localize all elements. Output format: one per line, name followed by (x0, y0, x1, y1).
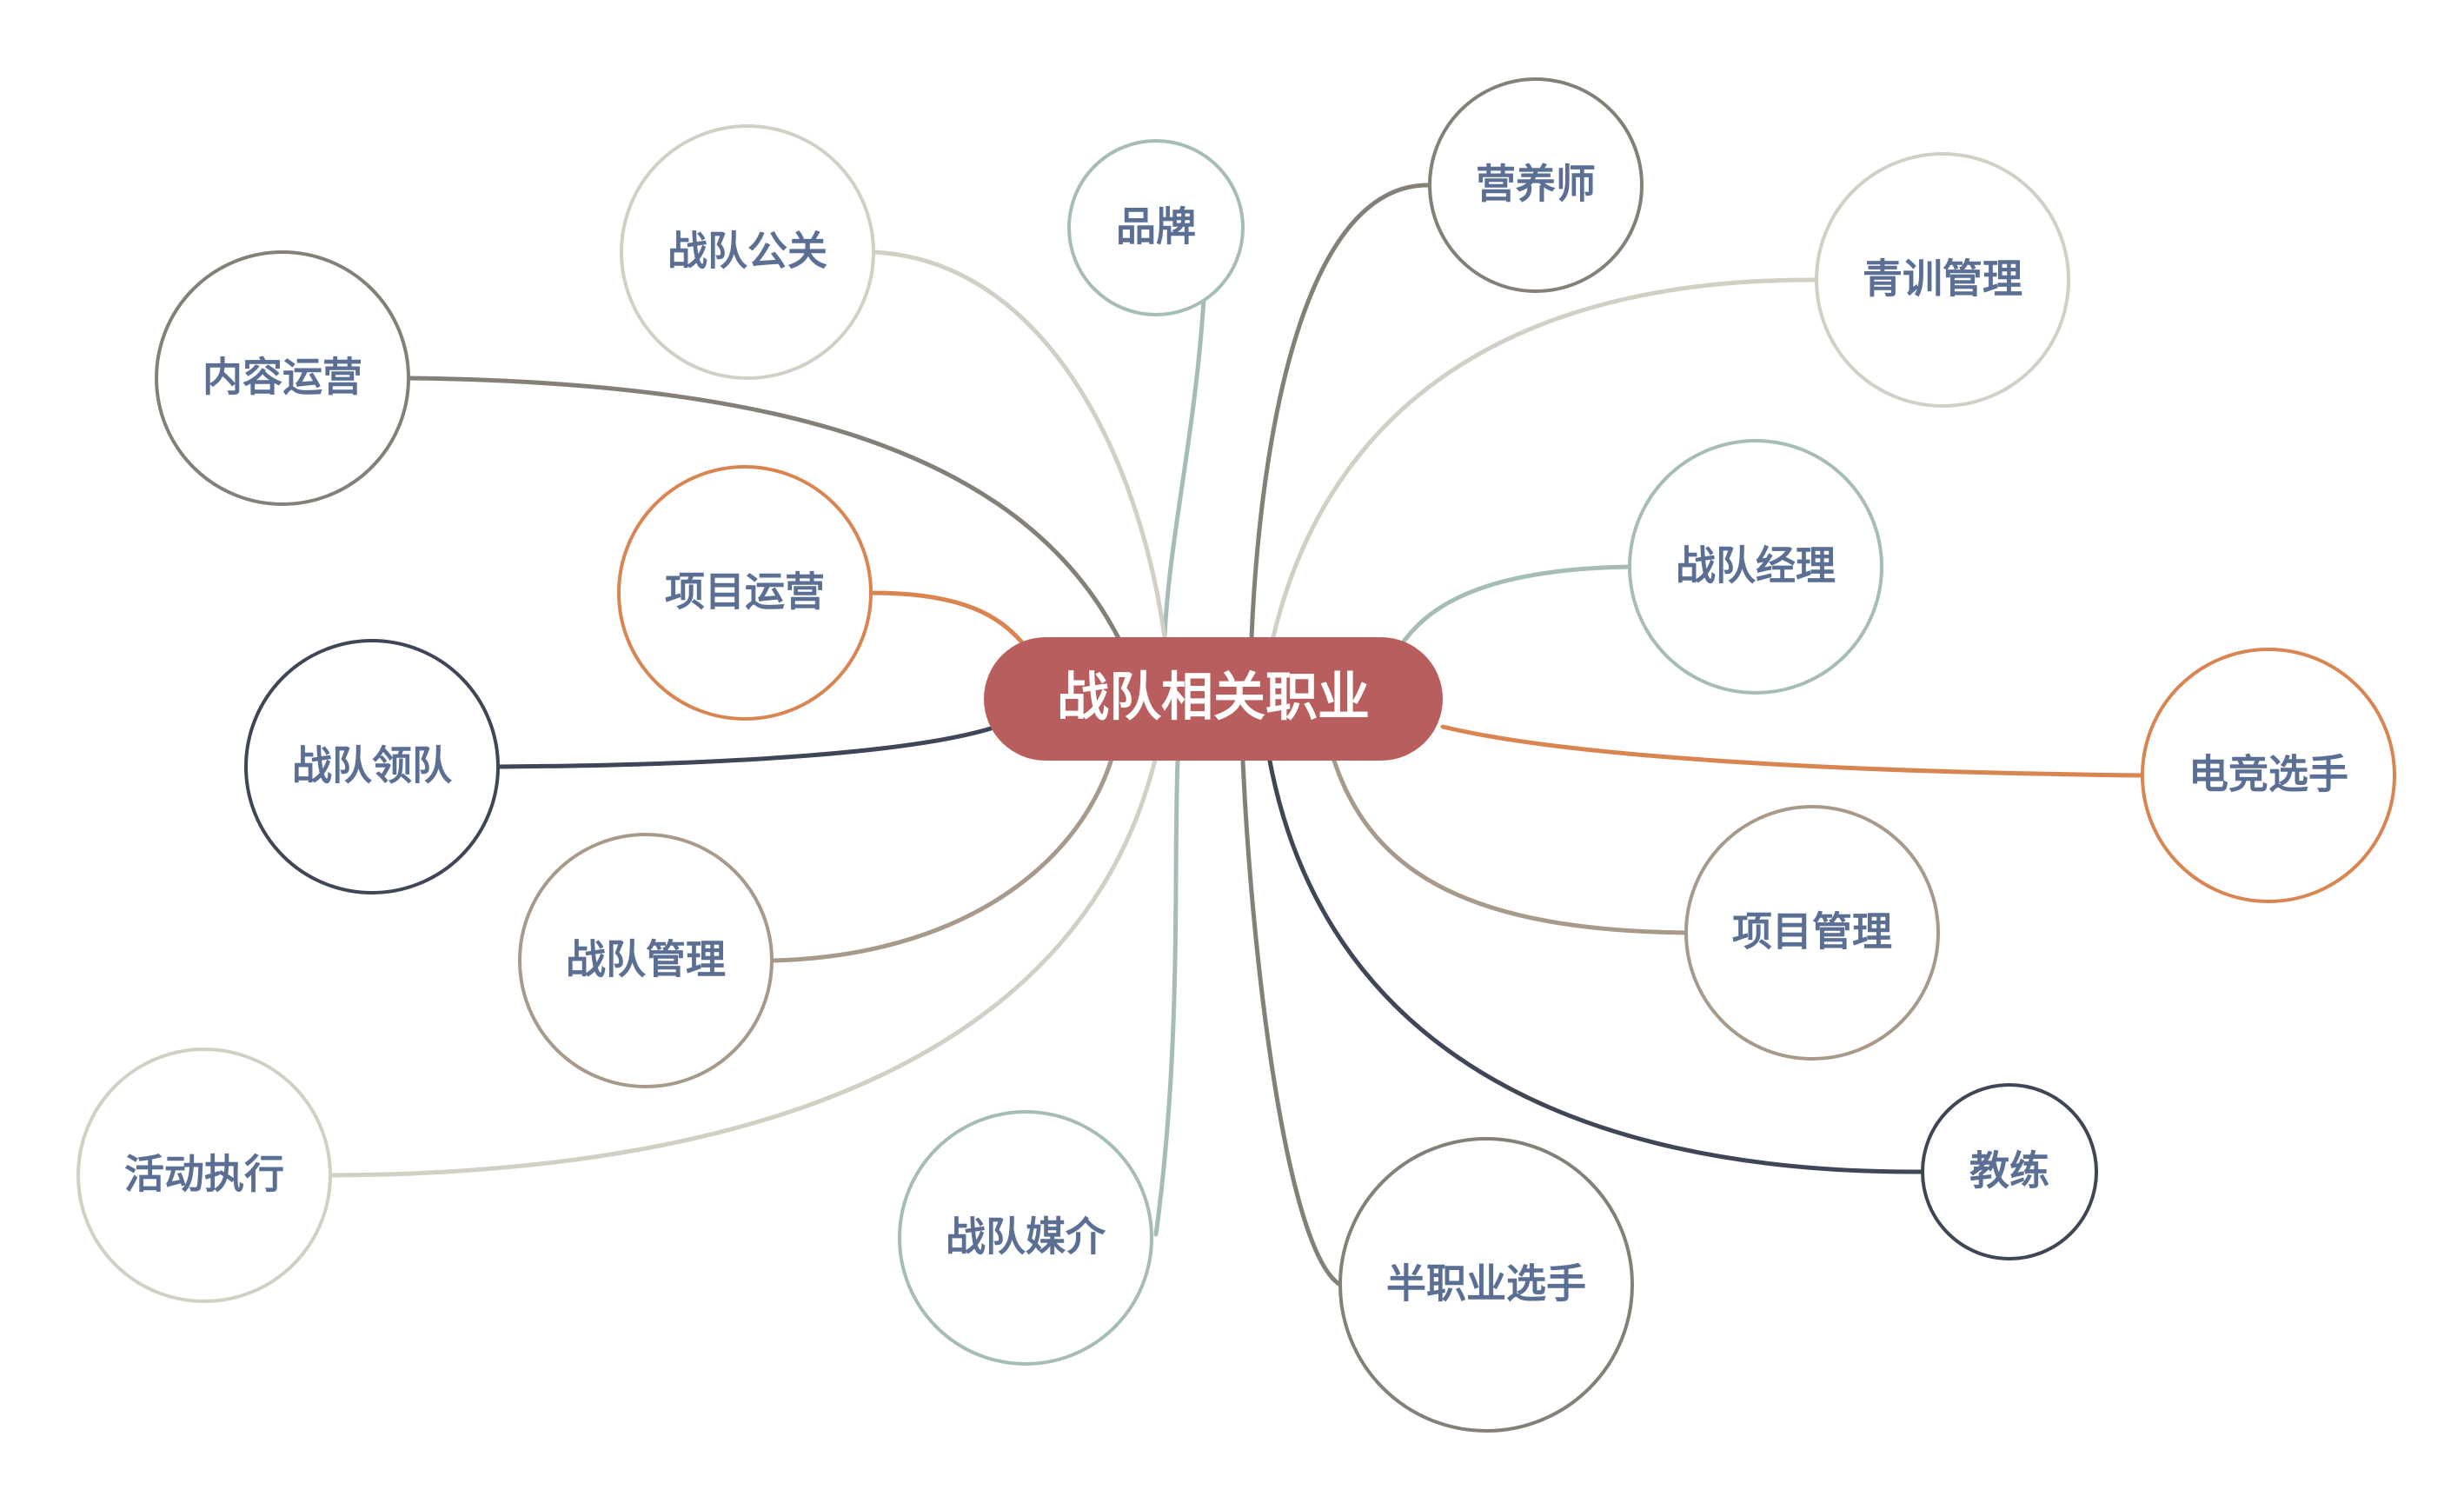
node-circle-team-management (518, 833, 774, 1088)
node-circle-project-management (1684, 805, 1940, 1061)
node-label-team-manager: 战队经理 (1676, 542, 1836, 589)
connector-event-execution (328, 754, 1159, 1178)
connectors (328, 183, 2145, 1287)
node-circle-esports-player (2141, 648, 2396, 903)
node-circle-project-ops (617, 465, 873, 721)
node-label-nutritionist: 营养师 (1476, 161, 1596, 208)
connector-brand (1162, 297, 1206, 640)
node-team-leader[interactable]: 战队领队 (244, 639, 500, 894)
connector-semi-pro-player (1240, 758, 1343, 1287)
center-node-shape (984, 637, 1443, 761)
node-brand[interactable]: 品牌 (1067, 139, 1245, 316)
node-label-team-media: 战队媒介 (946, 1214, 1106, 1260)
node-label-event-execution: 活动执行 (124, 1151, 284, 1198)
connector-project-ops (868, 590, 1024, 644)
node-circle-team-leader (244, 639, 500, 894)
node-label-team-pr: 战队公关 (667, 228, 827, 275)
center-node-label: 战队相关职业 (1057, 668, 1370, 728)
node-circle-semi-pro-player (1338, 1137, 1634, 1433)
node-circle-content-ops (155, 250, 410, 506)
node-circle-youth-training (1815, 152, 2070, 408)
node-label-team-management: 战队管理 (566, 936, 726, 983)
node-circle-event-execution (76, 1047, 332, 1303)
node-label-youth-training: 青训管理 (1863, 256, 2022, 303)
connector-esports-player (1440, 724, 2145, 778)
node-project-management[interactable]: 项目管理 (1684, 805, 1940, 1061)
node-label-brand: 品牌 (1116, 203, 1196, 250)
node-circle-coach (1921, 1083, 2098, 1260)
connector-youth-training (1271, 277, 1819, 640)
connector-content-ops (406, 376, 1124, 646)
node-circle-team-pr (620, 124, 875, 380)
connector-team-pr (871, 249, 1167, 640)
connector-team-leader (495, 726, 993, 769)
center-node[interactable]: 战队相关职业 (984, 637, 1443, 761)
node-circle-nutritionist (1428, 77, 1644, 293)
node-label-semi-pro-player: 半职业选手 (1386, 1260, 1586, 1307)
node-circle-team-media (898, 1110, 1153, 1366)
connector-nutritionist (1249, 183, 1432, 640)
node-circle-team-manager (1628, 439, 1883, 695)
node-label-project-ops: 项目运营 (665, 569, 825, 615)
node-label-coach: 教练 (1969, 1147, 2049, 1194)
connector-team-manager (1397, 564, 1632, 650)
node-label-team-leader: 战队领队 (292, 742, 453, 789)
node-nutritionist[interactable]: 营养师 (1428, 77, 1644, 293)
node-youth-training[interactable]: 青训管理 (1815, 152, 2070, 408)
connector-team-management (769, 754, 1115, 963)
node-label-content-ops: 内容运营 (203, 354, 362, 401)
node-esports-player[interactable]: 电竞选手 (2141, 648, 2396, 903)
node-event-execution[interactable]: 活动执行 (76, 1047, 332, 1303)
node-label-project-management: 项目管理 (1732, 908, 1892, 955)
node-team-manager[interactable]: 战队经理 (1628, 439, 1883, 695)
connector-team-media (1153, 758, 1180, 1237)
node-label-esports-player: 电竞选手 (2188, 751, 2348, 798)
node-team-pr[interactable]: 战队公关 (620, 124, 875, 380)
node-team-media[interactable]: 战队媒介 (898, 1110, 1153, 1366)
connector-project-management (1332, 758, 1689, 935)
node-semi-pro-player[interactable]: 半职业选手 (1338, 1137, 1634, 1433)
node-coach[interactable]: 教练 (1921, 1083, 2098, 1260)
node-content-ops[interactable]: 内容运营 (155, 250, 410, 506)
node-team-management[interactable]: 战队管理 (518, 833, 774, 1088)
node-circle-brand (1067, 139, 1245, 316)
connector-coach (1266, 754, 1925, 1174)
node-project-ops[interactable]: 项目运营 (617, 465, 873, 721)
